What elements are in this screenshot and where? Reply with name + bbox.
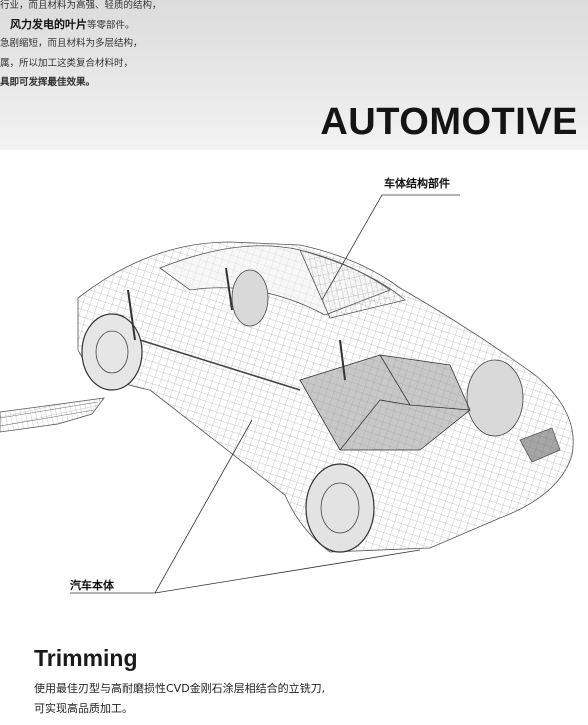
page-title: AUTOMOTIVE [320, 101, 578, 143]
callout-car-body: 汽车本体 [70, 579, 114, 592]
intro-line-5: 具即可发挥最佳效果。 [0, 77, 96, 88]
section-title: Trimming [34, 645, 138, 671]
intro-line-2: 风力发电的叶片等零部件。 [10, 15, 135, 35]
desc-line-1: 使用最佳刃型与高耐磨损性CVD金刚石涂层相结合的立铣刀, [34, 682, 326, 695]
side-panel-part [0, 397, 105, 433]
top-gradient-band [0, 0, 588, 150]
intro-line-2-rest: 等零部件。 [87, 20, 135, 31]
intro-line-3: 急剧缩短，而且材料为多层结构， [0, 38, 143, 49]
desc-line-2: 可实现高品质加工。 [34, 702, 133, 715]
intro-line-4: 属，所以加工这类复合材料时， [0, 58, 134, 69]
car-wireframe-illustration [0, 194, 574, 594]
leader-line-body-structure [321, 194, 460, 301]
callout-body-structure: 车体结构部件 [384, 177, 450, 190]
intro-highlight: 风力发电的叶片 [10, 18, 87, 31]
leader-line-car-body-2 [154, 549, 421, 594]
section-description: 使用最佳刃型与高耐磨损性CVD金刚石涂层相结合的立铣刀, 可实现高品质加工。 [34, 679, 325, 719]
car-body [77, 241, 574, 553]
intro-line-1: 行业，而且材料为高强、轻质的结构， [0, 0, 162, 11]
